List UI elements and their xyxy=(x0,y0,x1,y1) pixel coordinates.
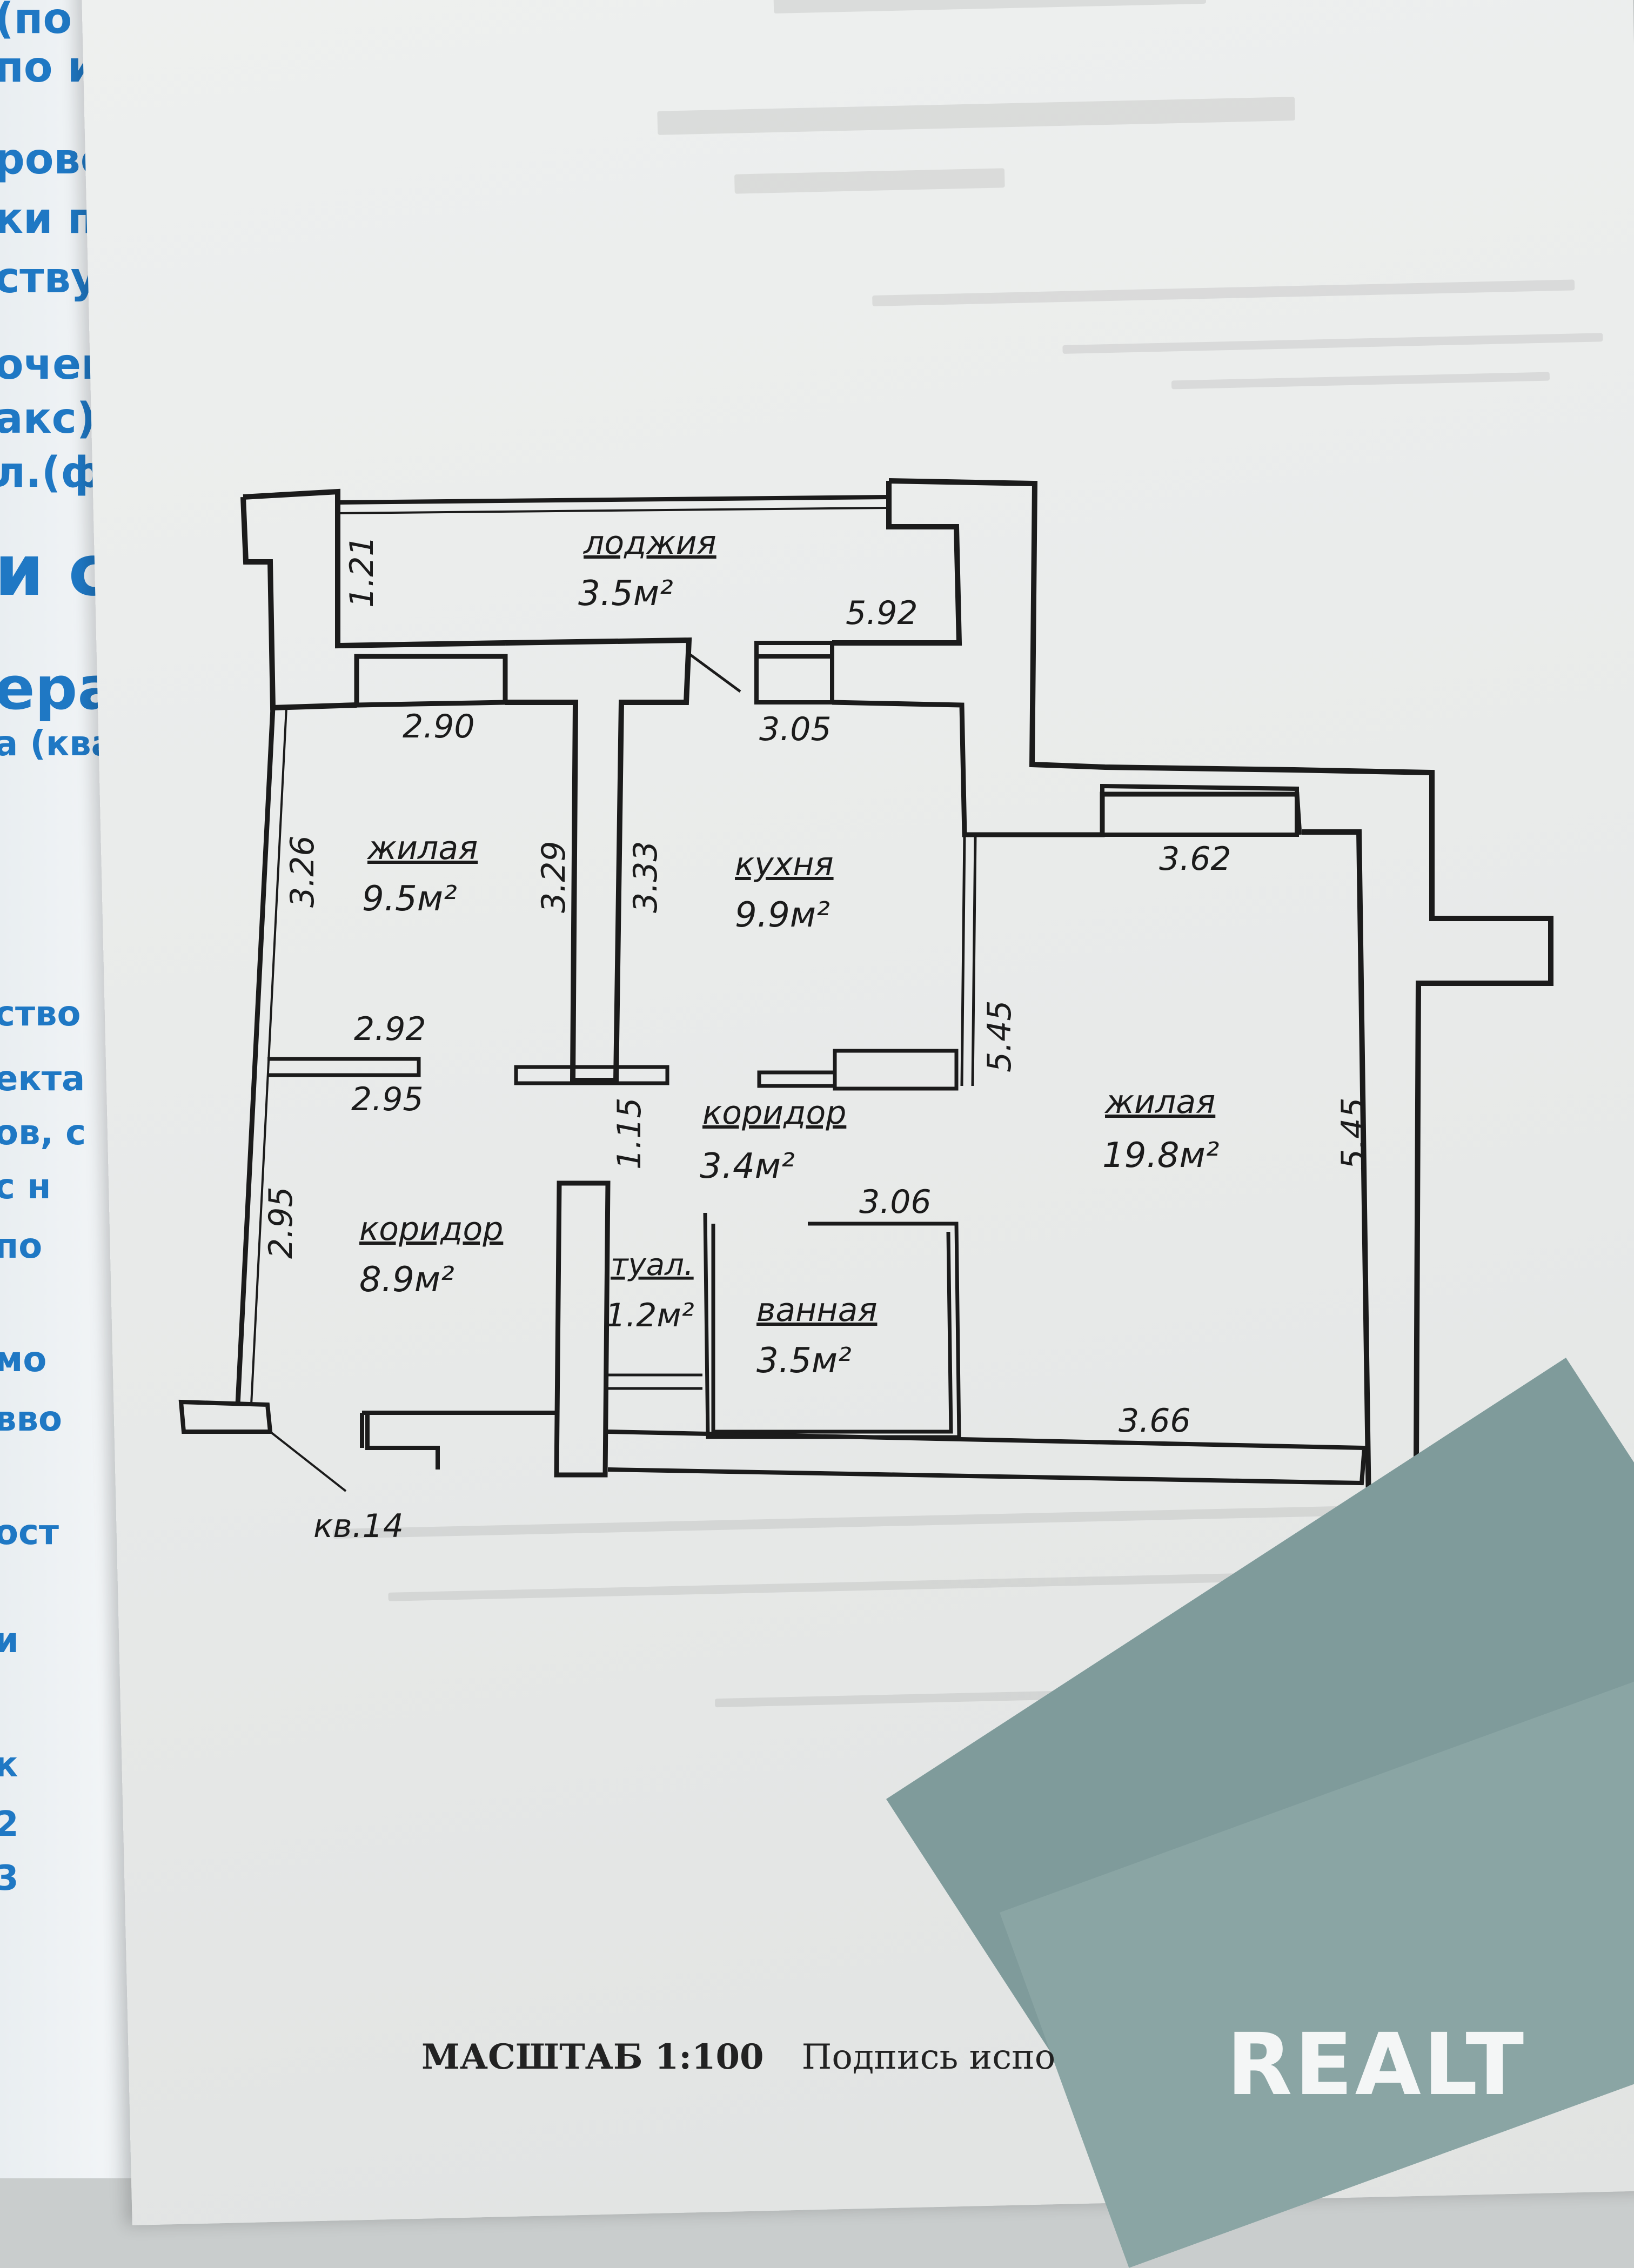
room-bedroom-area: 9.5м² xyxy=(362,879,457,919)
kitchen-stub xyxy=(757,1049,959,1091)
window-large-room xyxy=(1100,783,1299,837)
dimension-label: 3.29 xyxy=(535,841,573,913)
brochure-text: по xyxy=(0,1226,43,1266)
room-corridor-2-area: 8.9м² xyxy=(359,1260,454,1300)
wall-loggia-top-inner xyxy=(337,507,889,514)
scale-caption: МАСШТАБ 1:100 Подпись испо xyxy=(421,2037,1055,2077)
brochure-text: и с xyxy=(0,529,110,612)
dimension-label: 2.95 xyxy=(351,1081,424,1118)
door-arc-kitchen xyxy=(688,652,741,693)
dimension-label: 2.90 xyxy=(403,708,475,746)
apartment-label: кв.14 xyxy=(313,1507,404,1545)
central-wall xyxy=(505,637,692,1083)
brochure-text: мо xyxy=(0,1340,47,1380)
brochure-text: 2 xyxy=(0,1804,19,1844)
dimension-label: 5.92 xyxy=(846,594,918,632)
left-wall xyxy=(235,707,276,1405)
dimension-label: 3.06 xyxy=(859,1183,932,1221)
bath-wall xyxy=(554,1180,611,1478)
brochure-text: с н xyxy=(0,1167,51,1207)
room-bath-area: 3.5м² xyxy=(756,1341,852,1381)
wall-loggia-left xyxy=(240,488,506,711)
room-bedroom-name: жилая xyxy=(366,829,478,867)
window-kitchen xyxy=(754,641,834,704)
brochure-text: ство xyxy=(0,994,81,1034)
entry-block xyxy=(178,1399,273,1434)
room-living-area: 19.8м² xyxy=(1102,1136,1219,1176)
brochure-text: 3 xyxy=(0,1858,19,1898)
room-bath-name: ванная xyxy=(756,1291,877,1329)
left-wall-inner xyxy=(250,707,287,1405)
brochure-text: ост xyxy=(0,1513,59,1553)
dimension-label: 3.26 xyxy=(284,835,322,908)
realt-watermark: REALT xyxy=(1227,2015,1526,2115)
dimension-label: 1.21 xyxy=(343,535,381,608)
partition-bedroom xyxy=(267,1057,421,1077)
signature-label: Подпись испо xyxy=(801,2037,1056,2077)
kitchen-right-partition xyxy=(960,834,977,1086)
room-corridor-1-name: коридор xyxy=(702,1094,846,1132)
bottom-wall xyxy=(360,1411,1367,1486)
floor-plan: лоджия 3.5м² жилая 9.5м² кухня 9.9м² жил… xyxy=(178,478,1553,1583)
scale-label: МАСШТАБ 1:100 xyxy=(421,2037,764,2077)
room-corridor-1-area: 3.4м² xyxy=(700,1146,795,1186)
dimension-label: 5.45 xyxy=(1335,1097,1372,1170)
room-kitchen-area: 9.9м² xyxy=(735,895,830,935)
room-living-name: жилая xyxy=(1104,1083,1215,1121)
room-wc-area: 1.2м² xyxy=(605,1297,694,1334)
dimension-label: 3.66 xyxy=(1119,1402,1191,1440)
entry-line xyxy=(269,1431,347,1492)
wall-loggia-right xyxy=(832,478,1553,1583)
room-loggia-area: 3.5м² xyxy=(578,574,673,614)
room-kitchen-name: кухня xyxy=(735,846,834,883)
window-bedroom xyxy=(354,654,508,708)
brochure-text: ов, с xyxy=(0,1113,86,1153)
dimension-label: 3.05 xyxy=(759,710,832,748)
brochure-text: вво xyxy=(0,1399,62,1439)
dimension-label: 3.33 xyxy=(627,841,665,913)
dimension-label: 2.92 xyxy=(354,1010,426,1048)
central-stub xyxy=(514,1065,669,1085)
room-wc-name: туал. xyxy=(611,1247,694,1283)
wall-loggia-top xyxy=(337,495,889,505)
room-loggia-name: лоджия xyxy=(583,524,716,562)
room-corridor-2-name: коридор xyxy=(359,1210,503,1248)
brochure-text: екта xyxy=(0,1059,85,1099)
dimension-label: 1.15 xyxy=(611,1097,648,1170)
brochure-text: к xyxy=(0,1745,18,1785)
wc-wall xyxy=(605,1373,702,1390)
dimension-label: 3.62 xyxy=(1159,840,1231,878)
dimension-label: 2.95 xyxy=(262,1186,300,1259)
brochure-text: и xyxy=(0,1621,19,1661)
brochure-text: а (ква xyxy=(0,724,115,764)
dimension-label: 5.45 xyxy=(981,1000,1019,1072)
